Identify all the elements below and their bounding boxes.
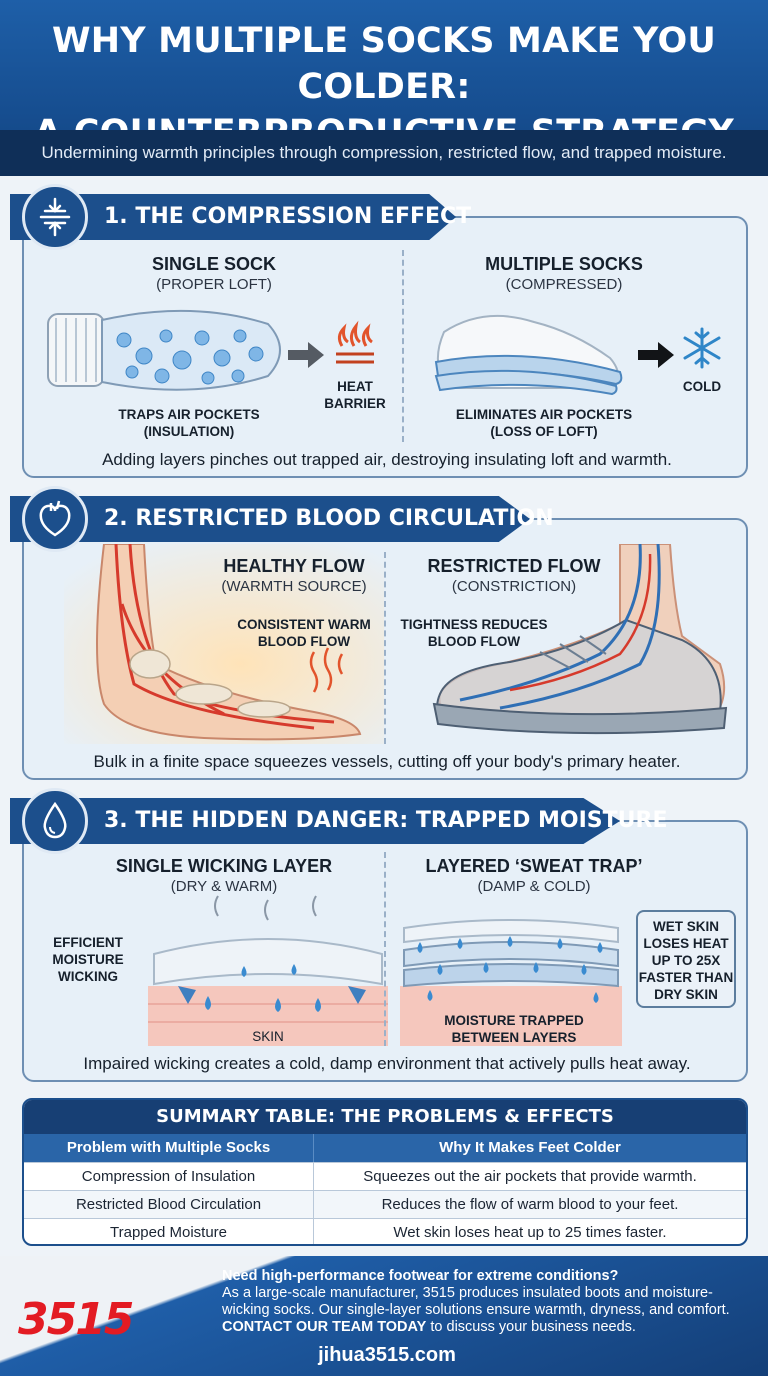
section1-badge [22, 184, 88, 250]
footer-text: Need high-performance footwear for extre… [222, 1268, 752, 1336]
single-layer-sub: (DRY & WARM) [170, 878, 278, 895]
subtitle-bar: Undermining warmth principles through co… [0, 130, 768, 176]
healthy-flow-title: HEALTHY FLOW [223, 556, 365, 576]
multiple-socks-title: MULTIPLE SOCKS [485, 254, 643, 274]
skin-label: SKIN [252, 1029, 284, 1044]
footer: 3515 Need high-performance footwear for … [0, 1256, 768, 1376]
multiple-socks-sub: (COMPRESSED) [505, 276, 623, 293]
compressed-socks-shoe-illustration [434, 314, 623, 396]
section3-banner [10, 798, 620, 844]
brand-logo: 3515 [18, 1294, 134, 1345]
compression-icon [39, 197, 71, 237]
single-sock-title: SINGLE SOCK [151, 254, 276, 274]
table-cell: Restricted Blood Circulation [24, 1191, 314, 1218]
snowflake-icon [683, 327, 721, 369]
summary-table-title: SUMMARY TABLE: THE PROBLEMS & EFFECTS [24, 1100, 746, 1134]
restricted-flow-sub: (CONSTRICTION) [451, 578, 577, 595]
column-header-effect: Why It Makes Feet Colder [439, 1139, 621, 1156]
table-row: Restricted Blood Circulation Reduces the… [24, 1190, 746, 1218]
table-cell: Squeezes out the air pockets that provid… [363, 1168, 697, 1185]
layered-trap-title: LAYERED ‘SWEAT TRAP’ [425, 856, 643, 876]
title-line-1: WHY MULTIPLE SOCKS MAKE YOU COLDER: [51, 21, 717, 107]
table-cell: Reduces the flow of warm blood to your f… [381, 1196, 679, 1213]
section2-title: 2. RESTRICTED BLOOD CIRCULATION [104, 506, 554, 531]
contact-cta: CONTACT OUR TEAM TODAY [222, 1319, 427, 1335]
footer-body: As a large-scale manufacturer, 3515 prod… [222, 1285, 730, 1318]
column-header-problem: Problem with Multiple Socks [24, 1134, 314, 1162]
section-moisture: Impaired wicking creates a cold, damp en… [22, 820, 748, 1082]
layered-trap-sub: (DAMP & COLD) [477, 878, 591, 895]
header: WHY MULTIPLE SOCKS MAKE YOU COLDER: A CO… [0, 0, 768, 153]
summary-table: SUMMARY TABLE: THE PROBLEMS & EFFECTS Pr… [22, 1098, 748, 1246]
table-row: Trapped Moisture Wet skin loses heat up … [24, 1218, 746, 1244]
healthy-flow-sub: (WARMTH SOURCE) [221, 578, 367, 595]
section-circulation: Bulk in a finite space squeezes vessels,… [22, 518, 748, 780]
section3-badge [22, 788, 88, 854]
arrow-right-icon-2 [638, 342, 674, 368]
footer-question: Need high-performance footwear for extre… [222, 1268, 619, 1284]
heat-barrier-icon [336, 320, 374, 364]
section1-title: 1. THE COMPRESSION EFFECT [104, 204, 472, 229]
restricted-flow-title: RESTRICTED FLOW [427, 556, 601, 576]
section1-caption: Adding layers pinches out trapped air, d… [102, 450, 672, 469]
healthy-foot-illustration [64, 544, 384, 744]
subtitle: Undermining warmth principles through co… [41, 143, 727, 162]
single-layer-title: SINGLE WICKING LAYER [115, 856, 333, 876]
footer-cta-tail: to discuss your business needs. [430, 1319, 636, 1335]
section3-divider [384, 852, 386, 1046]
website-link[interactable]: jihua3515.com [318, 1344, 456, 1366]
restricted-foot-shoe-illustration [432, 544, 728, 735]
table-cell: Wet skin loses heat up to 25 times faste… [393, 1224, 667, 1241]
summary-table-header: Problem with Multiple Socks Why It Makes… [24, 1134, 746, 1162]
arrow-right-icon [288, 342, 324, 368]
section2-banner [10, 496, 530, 542]
table-row: Compression of Insulation Squeezes out t… [24, 1162, 746, 1190]
single-sock-label: TRAPS AIR POCKETS(INSULATION) [118, 407, 260, 439]
single-sock-sub: (PROPER LOFT) [156, 276, 272, 293]
heart-icon [39, 500, 71, 537]
section2-divider [384, 552, 386, 744]
section3-title: 3. THE HIDDEN DANGER: TRAPPED MOISTURE [104, 808, 668, 833]
cold-label: COLD [682, 379, 722, 394]
water-drop-icon [43, 801, 67, 839]
section1-divider [402, 250, 404, 442]
single-sock-illustration [47, 309, 281, 391]
table-cell: Trapped Moisture [24, 1219, 314, 1244]
single-layer-illustration [148, 895, 388, 1046]
section2-badge [22, 486, 88, 552]
table-cell: Compression of Insulation [24, 1163, 314, 1190]
multiple-socks-label: ELIMINATES AIR POCKETS(LOSS OF LOFT) [455, 407, 633, 439]
section2-caption: Bulk in a finite space squeezes vessels,… [93, 752, 681, 771]
section-compression: Adding layers pinches out trapped air, d… [22, 216, 748, 478]
section3-caption: Impaired wicking creates a cold, damp en… [83, 1054, 691, 1073]
layered-sweat-trap-illustration [400, 919, 622, 1046]
